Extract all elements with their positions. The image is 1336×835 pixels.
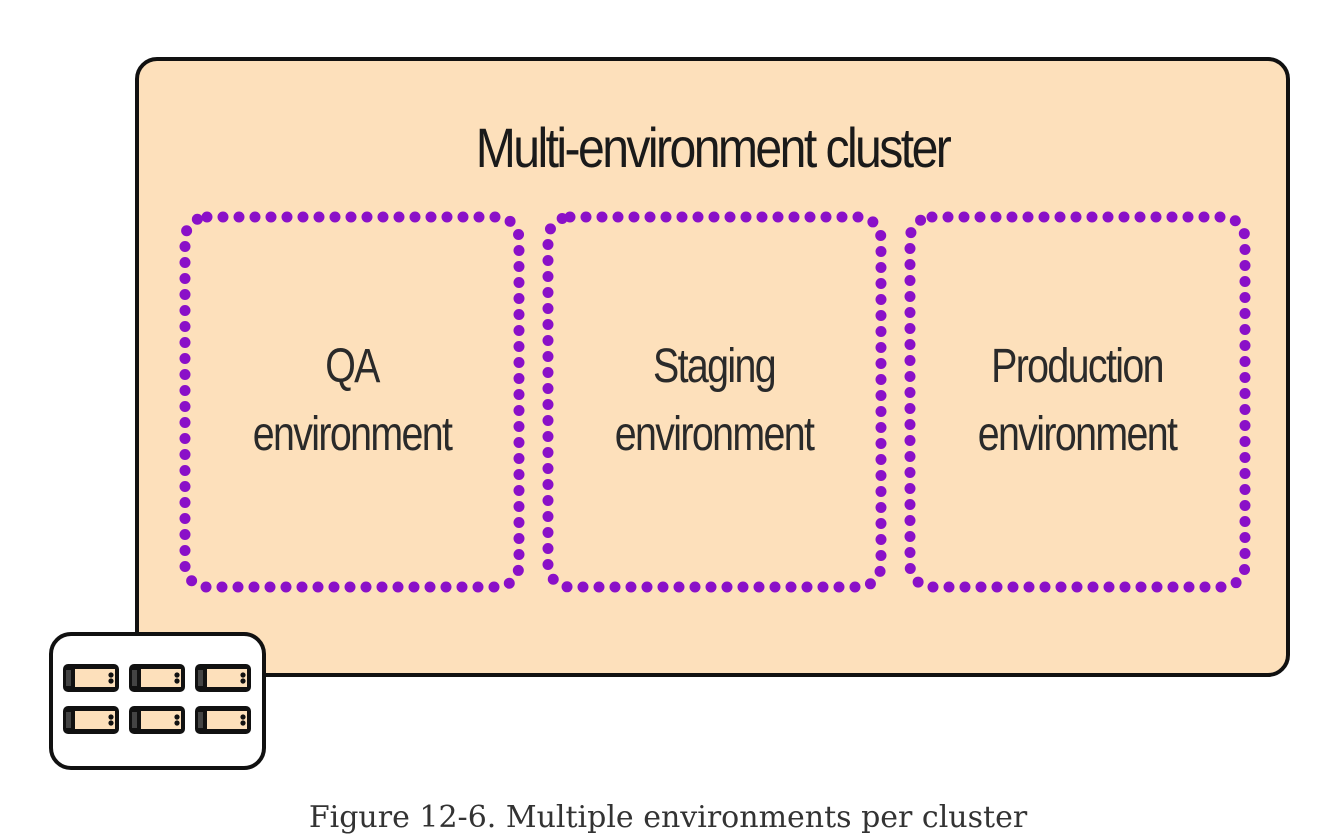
env-production-name: Production — [991, 340, 1164, 393]
env-label-staging: Staging environment — [579, 333, 850, 469]
server-rack-icon — [49, 632, 266, 770]
figure-caption: Figure 12-6. Multiple environments per c… — [308, 800, 1028, 835]
env-qa-suffix: environment — [252, 408, 453, 461]
env-staging-name: Staging — [652, 340, 777, 393]
server-units — [63, 664, 251, 734]
server-unit-4 — [63, 706, 119, 734]
cluster-title: Multi-environment cluster — [475, 116, 952, 179]
server-unit-5 — [129, 706, 185, 734]
env-qa-name: QA — [325, 340, 380, 393]
env-production-suffix: environment — [977, 408, 1178, 461]
server-unit-6 — [195, 706, 251, 734]
server-unit-3 — [195, 664, 251, 692]
diagram: Multi-environment cluster QA environment… — [49, 57, 1290, 835]
env-label-qa: QA environment — [217, 333, 488, 469]
server-unit-1 — [63, 664, 119, 692]
server-unit-2 — [129, 664, 185, 692]
env-staging-suffix: environment — [614, 408, 815, 461]
env-label-production: Production environment — [942, 333, 1213, 469]
